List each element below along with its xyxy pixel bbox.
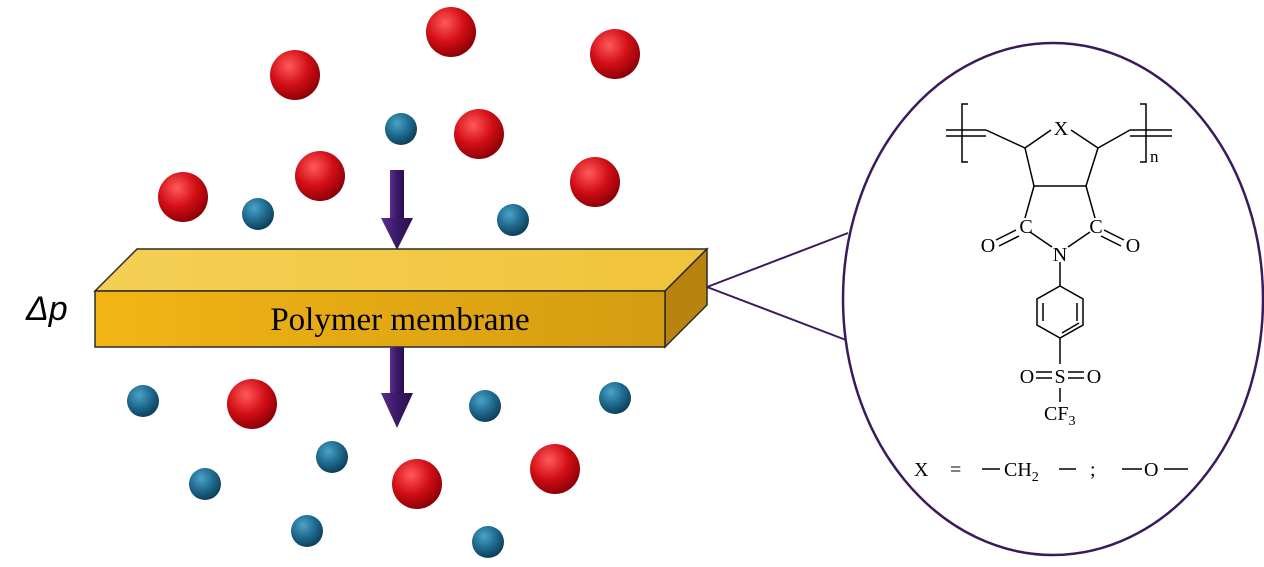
large-particle bbox=[227, 379, 277, 429]
right-bracket bbox=[1140, 103, 1147, 163]
small-particle bbox=[316, 441, 348, 473]
large-particle bbox=[570, 157, 620, 207]
polymer-membrane: Polymer membrane bbox=[93, 247, 709, 349]
small-particle bbox=[469, 390, 501, 422]
carbon-left: C bbox=[1019, 216, 1032, 238]
cf3-subscript: 3 bbox=[1068, 414, 1075, 429]
flow-arrow-bottom bbox=[381, 347, 413, 428]
particles-above bbox=[158, 7, 640, 236]
x-atom: X bbox=[1054, 118, 1069, 140]
carbon-right: C bbox=[1089, 216, 1102, 238]
chemical-structure bbox=[946, 103, 1188, 470]
legend-oxygen: O bbox=[1144, 459, 1158, 481]
nitrogen-atom: N bbox=[1053, 244, 1067, 266]
membrane-label: Polymer membrane bbox=[270, 302, 529, 338]
oxygen-right: O bbox=[1126, 235, 1140, 257]
cf3-group: CF3 bbox=[1044, 403, 1075, 429]
membrane-front-face bbox=[94, 290, 666, 348]
small-particle bbox=[385, 113, 417, 145]
legend-equals: = bbox=[950, 459, 961, 481]
sulfonyl-oxygen-left: O bbox=[1020, 366, 1034, 388]
particles-below bbox=[127, 379, 631, 558]
flow-arrow-top bbox=[381, 170, 413, 250]
large-particle bbox=[158, 172, 208, 222]
small-particle bbox=[497, 204, 529, 236]
small-particle bbox=[189, 468, 221, 500]
n-subscript: n bbox=[1150, 147, 1159, 166]
legend-separator: ; bbox=[1090, 459, 1096, 481]
cf3-carbon: CF bbox=[1044, 403, 1068, 425]
sulfur-atom: S bbox=[1054, 366, 1065, 388]
large-particle bbox=[270, 50, 320, 100]
large-particle bbox=[454, 109, 504, 159]
large-particle bbox=[295, 151, 345, 201]
left-bracket bbox=[961, 103, 968, 163]
small-particle bbox=[127, 385, 159, 417]
large-particle bbox=[426, 7, 476, 57]
legend-x: X bbox=[914, 459, 929, 481]
legend-ch2-ch: CH bbox=[1004, 459, 1032, 481]
structure-labels: X n C C O O N O S O CF3 X = CH2 ; O bbox=[914, 118, 1159, 485]
small-particle bbox=[242, 198, 274, 230]
large-particle bbox=[392, 459, 442, 509]
callout-lines bbox=[706, 232, 849, 341]
small-particle bbox=[599, 382, 631, 414]
large-particle bbox=[530, 444, 580, 494]
legend-ch2: CH2 bbox=[1004, 459, 1039, 485]
legend-ch2-subscript: 2 bbox=[1032, 470, 1039, 485]
oxygen-left: O bbox=[981, 235, 995, 257]
membrane-top-face bbox=[93, 248, 709, 292]
large-particle bbox=[590, 29, 640, 79]
structure-callout bbox=[841, 41, 1264, 557]
small-particle bbox=[472, 526, 504, 558]
pressure-label: Δp bbox=[25, 290, 68, 328]
sulfonyl-oxygen-right: O bbox=[1087, 366, 1101, 388]
small-particle bbox=[291, 515, 323, 547]
